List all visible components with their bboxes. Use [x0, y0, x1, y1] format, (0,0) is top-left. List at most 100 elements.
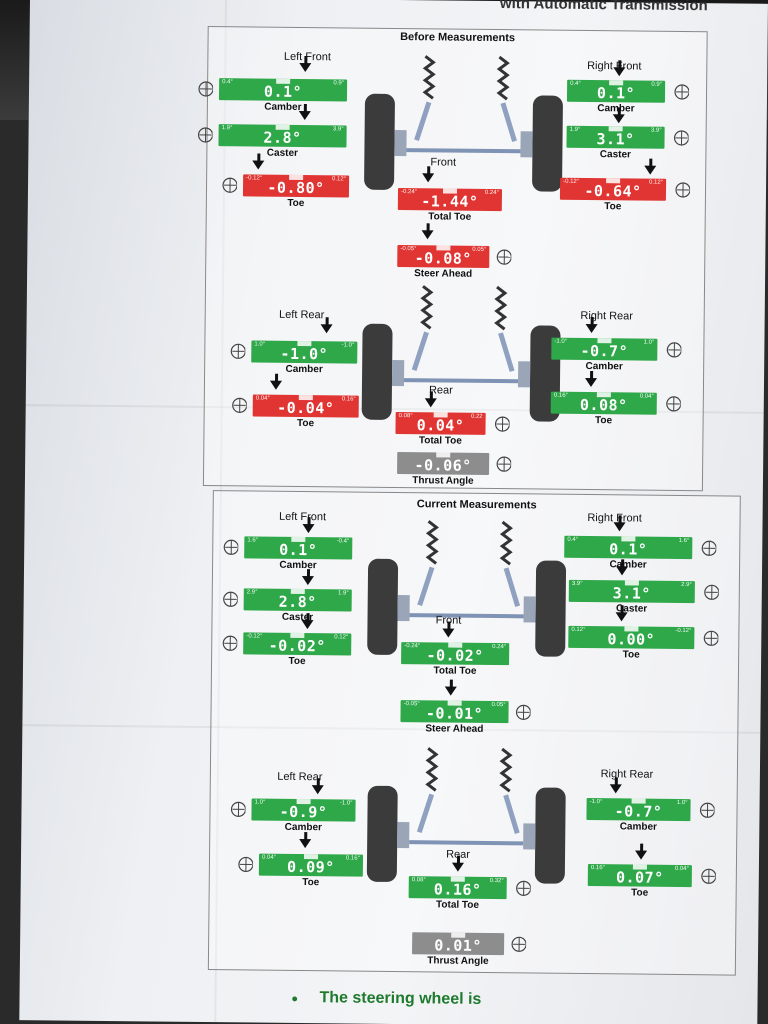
wheel-angle-icon	[674, 181, 690, 199]
alignment-printout: with Automatic Transmission Before Measu…	[19, 0, 768, 1024]
left-front-toe-gauge-label: Toe	[287, 198, 304, 209]
right-front-caster-gauge: 1.9°3.9°3.1°	[566, 126, 664, 149]
right-rear-camber-gauge: -1.0°1.0°-0.7°	[586, 798, 690, 821]
wheel-angle-icon	[700, 539, 716, 557]
left-front-title: Left Front	[284, 51, 331, 63]
wheel-angle-icon	[222, 590, 238, 608]
down-arrow-icon	[299, 63, 311, 72]
bullet-icon: •	[291, 989, 298, 1010]
right-front-camber-gauge-label: Camber	[597, 103, 634, 114]
down-arrow-icon	[302, 524, 314, 533]
gauge-value: 0.04°	[395, 416, 485, 435]
rear-axle-label: Rear	[446, 849, 470, 861]
wheel-angle-icon	[196, 126, 212, 144]
down-arrow-icon	[452, 863, 464, 872]
section-title: Before Measurements	[209, 29, 707, 46]
gauge-value: 0.01°	[412, 936, 504, 955]
front-total-toe-gauge-label: Total Toe	[433, 665, 476, 676]
thrust-angle-gauge-label: Thrust Angle	[427, 955, 488, 967]
thrust-angle-gauge: -0.06°	[397, 452, 489, 475]
wheel-angle-icon	[222, 538, 238, 556]
wheel-angle-icon	[237, 855, 253, 873]
left-front-camber-gauge-label: Camber	[264, 102, 301, 113]
front-total-toe-gauge-label: Total Toe	[428, 211, 471, 222]
steer-ahead-gauge-label: Steer Ahead	[425, 723, 483, 735]
document-header: with Automatic Transmission	[500, 0, 708, 14]
gauge-value: 2.8°	[244, 592, 352, 611]
wheel-angle-icon	[221, 634, 237, 652]
left-front-title: Left Front	[279, 511, 326, 523]
wheel-angle-icon	[665, 341, 681, 359]
right-front-caster-gauge-label: Caster	[616, 603, 647, 614]
down-arrow-icon	[613, 522, 625, 531]
left-front-camber-gauge: 1.6°-0.4°0.1°	[244, 536, 352, 559]
down-arrow-icon	[425, 398, 437, 407]
right-rear-toe-gauge-label: Toe	[595, 415, 612, 426]
gauge-value: -1.44°	[398, 192, 502, 211]
right-front-camber-gauge: 0.4°1.6°0.1°	[564, 536, 692, 559]
right-rear-camber-gauge-label: Camber	[620, 821, 657, 832]
wheel-angle-icon	[495, 248, 511, 266]
down-arrow-icon	[644, 166, 656, 175]
right-rear-toe-gauge: 0.16°0.04°0.08°	[551, 392, 657, 415]
down-arrow-icon	[585, 378, 597, 387]
rear-total-toe-gauge-label: Total Toe	[419, 435, 462, 446]
right-front-toe-gauge: 0.12°-0.12°0.00°	[568, 626, 694, 649]
wheel-angle-icon	[515, 879, 531, 897]
gauge-value: 0.09°	[259, 858, 363, 877]
front-total-toe-gauge: -0.24°0.24°-0.02°	[401, 642, 509, 665]
right-rear-toe-gauge: 0.16°0.04°0.07°	[588, 864, 692, 887]
before-rear-suspension-diagram	[355, 280, 567, 432]
left-rear-toe-gauge-label: Toe	[297, 418, 314, 429]
down-arrow-icon	[445, 687, 457, 696]
left-rear-camber-gauge: 1.0°-1.0°-1.0°	[251, 340, 357, 363]
wheel-angle-icon	[221, 176, 237, 194]
left-front-caster-gauge: 1.9°3.9°2.8°	[218, 124, 346, 147]
wheel-angle-icon	[703, 583, 719, 601]
down-arrow-icon	[321, 324, 333, 333]
left-front-caster-gauge-label: Caster	[282, 612, 313, 623]
gauge-value: 0.16°	[409, 880, 507, 899]
current-rear-suspension-diagram	[361, 742, 573, 894]
thrust-angle-gauge: 0.01°	[412, 932, 504, 955]
left-rear-toe-gauge: 0.04°0.16°-0.04°	[253, 394, 359, 417]
gauge-value: 0.00°	[568, 630, 694, 649]
wheel-angle-icon	[493, 415, 509, 433]
gauge-value: 0.07°	[588, 868, 692, 887]
before-front-suspension-diagram	[358, 50, 570, 202]
wheel-angle-icon	[665, 395, 681, 413]
down-arrow-icon	[302, 576, 314, 585]
gauge-value: 2.8°	[218, 128, 346, 147]
front-axle-label: Front	[430, 156, 456, 168]
wheel-angle-icon	[514, 703, 530, 721]
left-rear-toe-gauge-label: Toe	[302, 877, 319, 888]
rear-total-toe-gauge-label: Total Toe	[436, 899, 479, 910]
wheel-angle-icon	[197, 80, 213, 98]
down-arrow-icon	[421, 230, 433, 239]
left-rear-camber-gauge: 1.0°-1.0°-0.9°	[251, 799, 355, 822]
gauge-value: -0.06°	[397, 456, 489, 475]
right-rear-title: Right Rear	[601, 768, 654, 781]
right-rear-title: Right Rear	[580, 310, 633, 323]
left-rear-camber-gauge-label: Camber	[285, 364, 322, 375]
down-arrow-icon	[252, 160, 264, 169]
steer-ahead-gauge: -0.05°0.05°-0.01°	[400, 700, 508, 723]
right-rear-camber-gauge-label: Camber	[585, 361, 622, 372]
left-front-toe-gauge: -0.12°0.12°-0.80°	[243, 174, 349, 197]
gauge-value: 3.1°	[569, 584, 695, 603]
right-front-caster-gauge: 3.9°2.9°3.1°	[569, 580, 695, 603]
down-arrow-icon	[586, 324, 598, 333]
rear-axle-label: Rear	[429, 384, 453, 396]
wheel-angle-icon	[702, 629, 718, 647]
left-front-caster-gauge: 2.9°1.9°2.8°	[244, 588, 352, 611]
gauge-value: -0.02°	[243, 636, 351, 655]
down-arrow-icon	[613, 114, 625, 123]
wheel-angle-icon	[700, 867, 716, 885]
front-total-toe-gauge: -0.24°0.24°-1.44°	[398, 188, 502, 211]
gauge-value: 3.1°	[566, 130, 664, 149]
gauge-value: -0.04°	[253, 398, 359, 417]
front-axle-label: Front	[436, 614, 462, 626]
gauge-value: -0.02°	[401, 646, 509, 665]
thrust-angle-gauge-label: Thrust Angle	[412, 475, 473, 487]
